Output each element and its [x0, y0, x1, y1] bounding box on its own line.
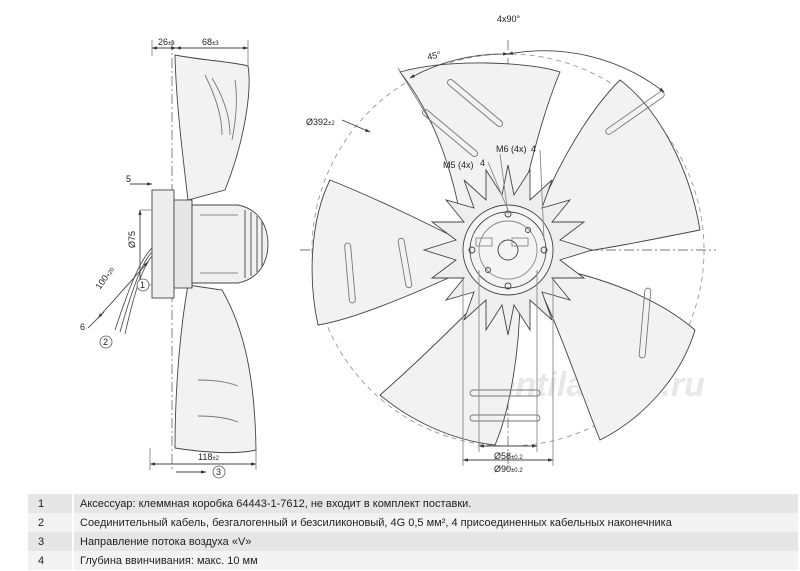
m6-thread: M6 (4x) — [496, 144, 527, 154]
note-text: Глубина ввинчивания: макс. 10 мм — [73, 551, 798, 570]
angle-4x90: 4x90° — [497, 14, 521, 24]
side-view — [87, 40, 269, 474]
svg-text:2: 2 — [103, 337, 108, 347]
front-blade-bottom — [379, 289, 521, 446]
note-number: 4 — [28, 551, 74, 570]
front-blade-right-low — [539, 267, 696, 441]
dim-392: Ø392±2 — [306, 117, 335, 127]
note-row: 1 Аксессуар: клеммная коробка 64443-1-76… — [28, 494, 798, 513]
svg-text:3: 3 — [216, 467, 221, 477]
m5-depth: 4 — [480, 158, 485, 168]
dim-100: 100+20 — [93, 264, 116, 291]
m5-thread: M5 (4x) — [443, 160, 474, 170]
dim-75: Ø75 — [127, 231, 137, 248]
note-number: 1 — [28, 494, 74, 513]
dim-6: 6 — [80, 322, 85, 332]
note-number: 3 — [28, 532, 74, 551]
hub-outer — [462, 204, 554, 296]
dim-58: Ø58±0.2 — [494, 451, 523, 461]
callout-1: 1 — [136, 278, 150, 292]
callout-3: 3 — [212, 465, 226, 479]
angle-45: 45° — [426, 49, 442, 62]
notes-table: 1 Аксессуар: клеммная коробка 64443-1-76… — [28, 494, 798, 570]
note-number: 2 — [28, 513, 74, 532]
fan-technical-drawing: Ventilatorry.ru — [80, 14, 716, 479]
front-blade-left — [311, 179, 461, 326]
note-text: Аксессуар: клеммная коробка 64443-1-7612… — [73, 494, 798, 513]
side-blade-upper — [174, 54, 250, 201]
note-row: 3 Направление потока воздуха «V» — [28, 532, 798, 551]
side-blade-lower — [174, 284, 257, 454]
dim-90: Ø90±0.2 — [494, 464, 523, 474]
note-row: 4 Глубина ввинчивания: макс. 10 мм — [28, 551, 798, 570]
front-blade-right — [539, 79, 701, 256]
dim-118: 118±2 — [198, 452, 220, 462]
dim-68: 68±3 — [202, 37, 219, 47]
note-row: 2 Соединительный кабель, безгалогенный и… — [28, 513, 798, 532]
dim-26: 26±3 — [158, 37, 175, 47]
dim-5: 5 — [126, 174, 131, 184]
note-text: Соединительный кабель, безгалогенный и б… — [73, 513, 798, 532]
m6-depth: 4 — [531, 144, 536, 154]
callout-2: 2 — [99, 335, 113, 349]
front-blade-top — [399, 62, 561, 216]
svg-text:1: 1 — [140, 280, 145, 290]
front-view — [300, 40, 716, 470]
note-text: Направление потока воздуха «V» — [73, 532, 798, 551]
